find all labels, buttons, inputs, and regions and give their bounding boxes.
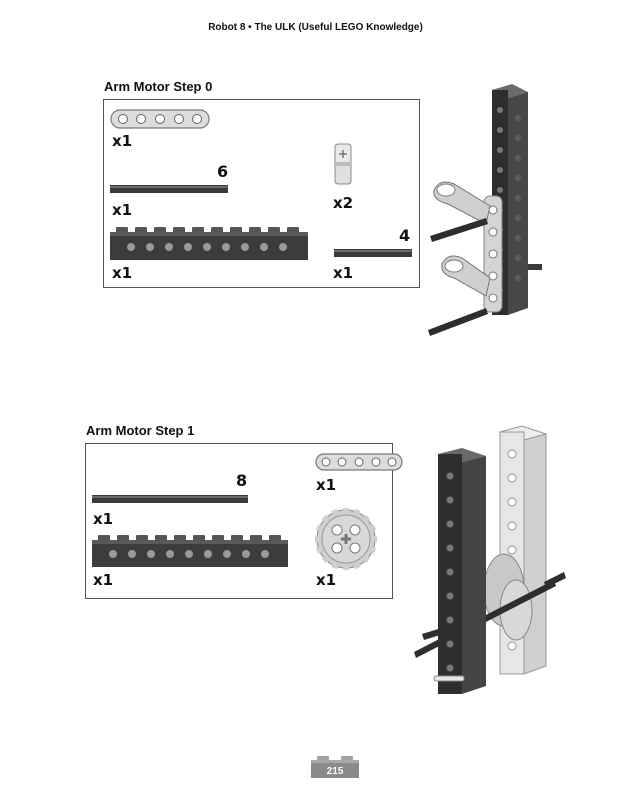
step-0-part-5-qty: x1 [333,264,354,282]
step-1-title: Arm Motor Step 1 [86,423,195,438]
axle-4-icon [334,249,412,257]
liftarm-5-icon [110,109,210,129]
step-0-part-2-qty: x1 [112,201,133,219]
lego-brick-icon [311,756,359,778]
step-0-assembly-illustration [428,84,542,336]
step-1-assembly-illustration [414,425,566,694]
step-0-part-1-qty: x1 [112,132,133,150]
technic-brick-10-icon [110,227,308,260]
step-1-part-2-qty: x1 [316,476,337,494]
step-0-part-4-qty: x1 [112,264,133,282]
step-1-part-3-qty: x1 [93,571,114,589]
page-number-badge: 215 [311,756,359,778]
step-0-parts-box: x1 6 x1 x2 x1 4 x [103,99,420,288]
step-1-part-4-qty: x1 [316,571,337,589]
step-1-parts-box: 8 x1 x1 x1 [85,443,403,599]
step-1-part-1-qty: x1 [93,510,114,528]
technic-brick-10-icon [92,535,288,567]
liftarm-5-icon [315,453,403,471]
axle-pin-icon [334,143,352,185]
step-0-part-5-length: 4 [399,226,411,245]
axle-6-icon [110,185,228,193]
step-0-part-3-qty: x2 [333,194,354,212]
step-0-part-2-length: 6 [217,162,229,181]
step-1-part-1-length: 8 [236,471,248,490]
gear-24-tooth-icon [315,508,377,570]
step-0-title: Arm Motor Step 0 [104,79,213,94]
axle-8-icon [92,495,248,503]
page-number: 215 [326,766,344,777]
running-header: Robot 8 • The ULK (Useful LEGO Knowledge… [208,22,423,33]
